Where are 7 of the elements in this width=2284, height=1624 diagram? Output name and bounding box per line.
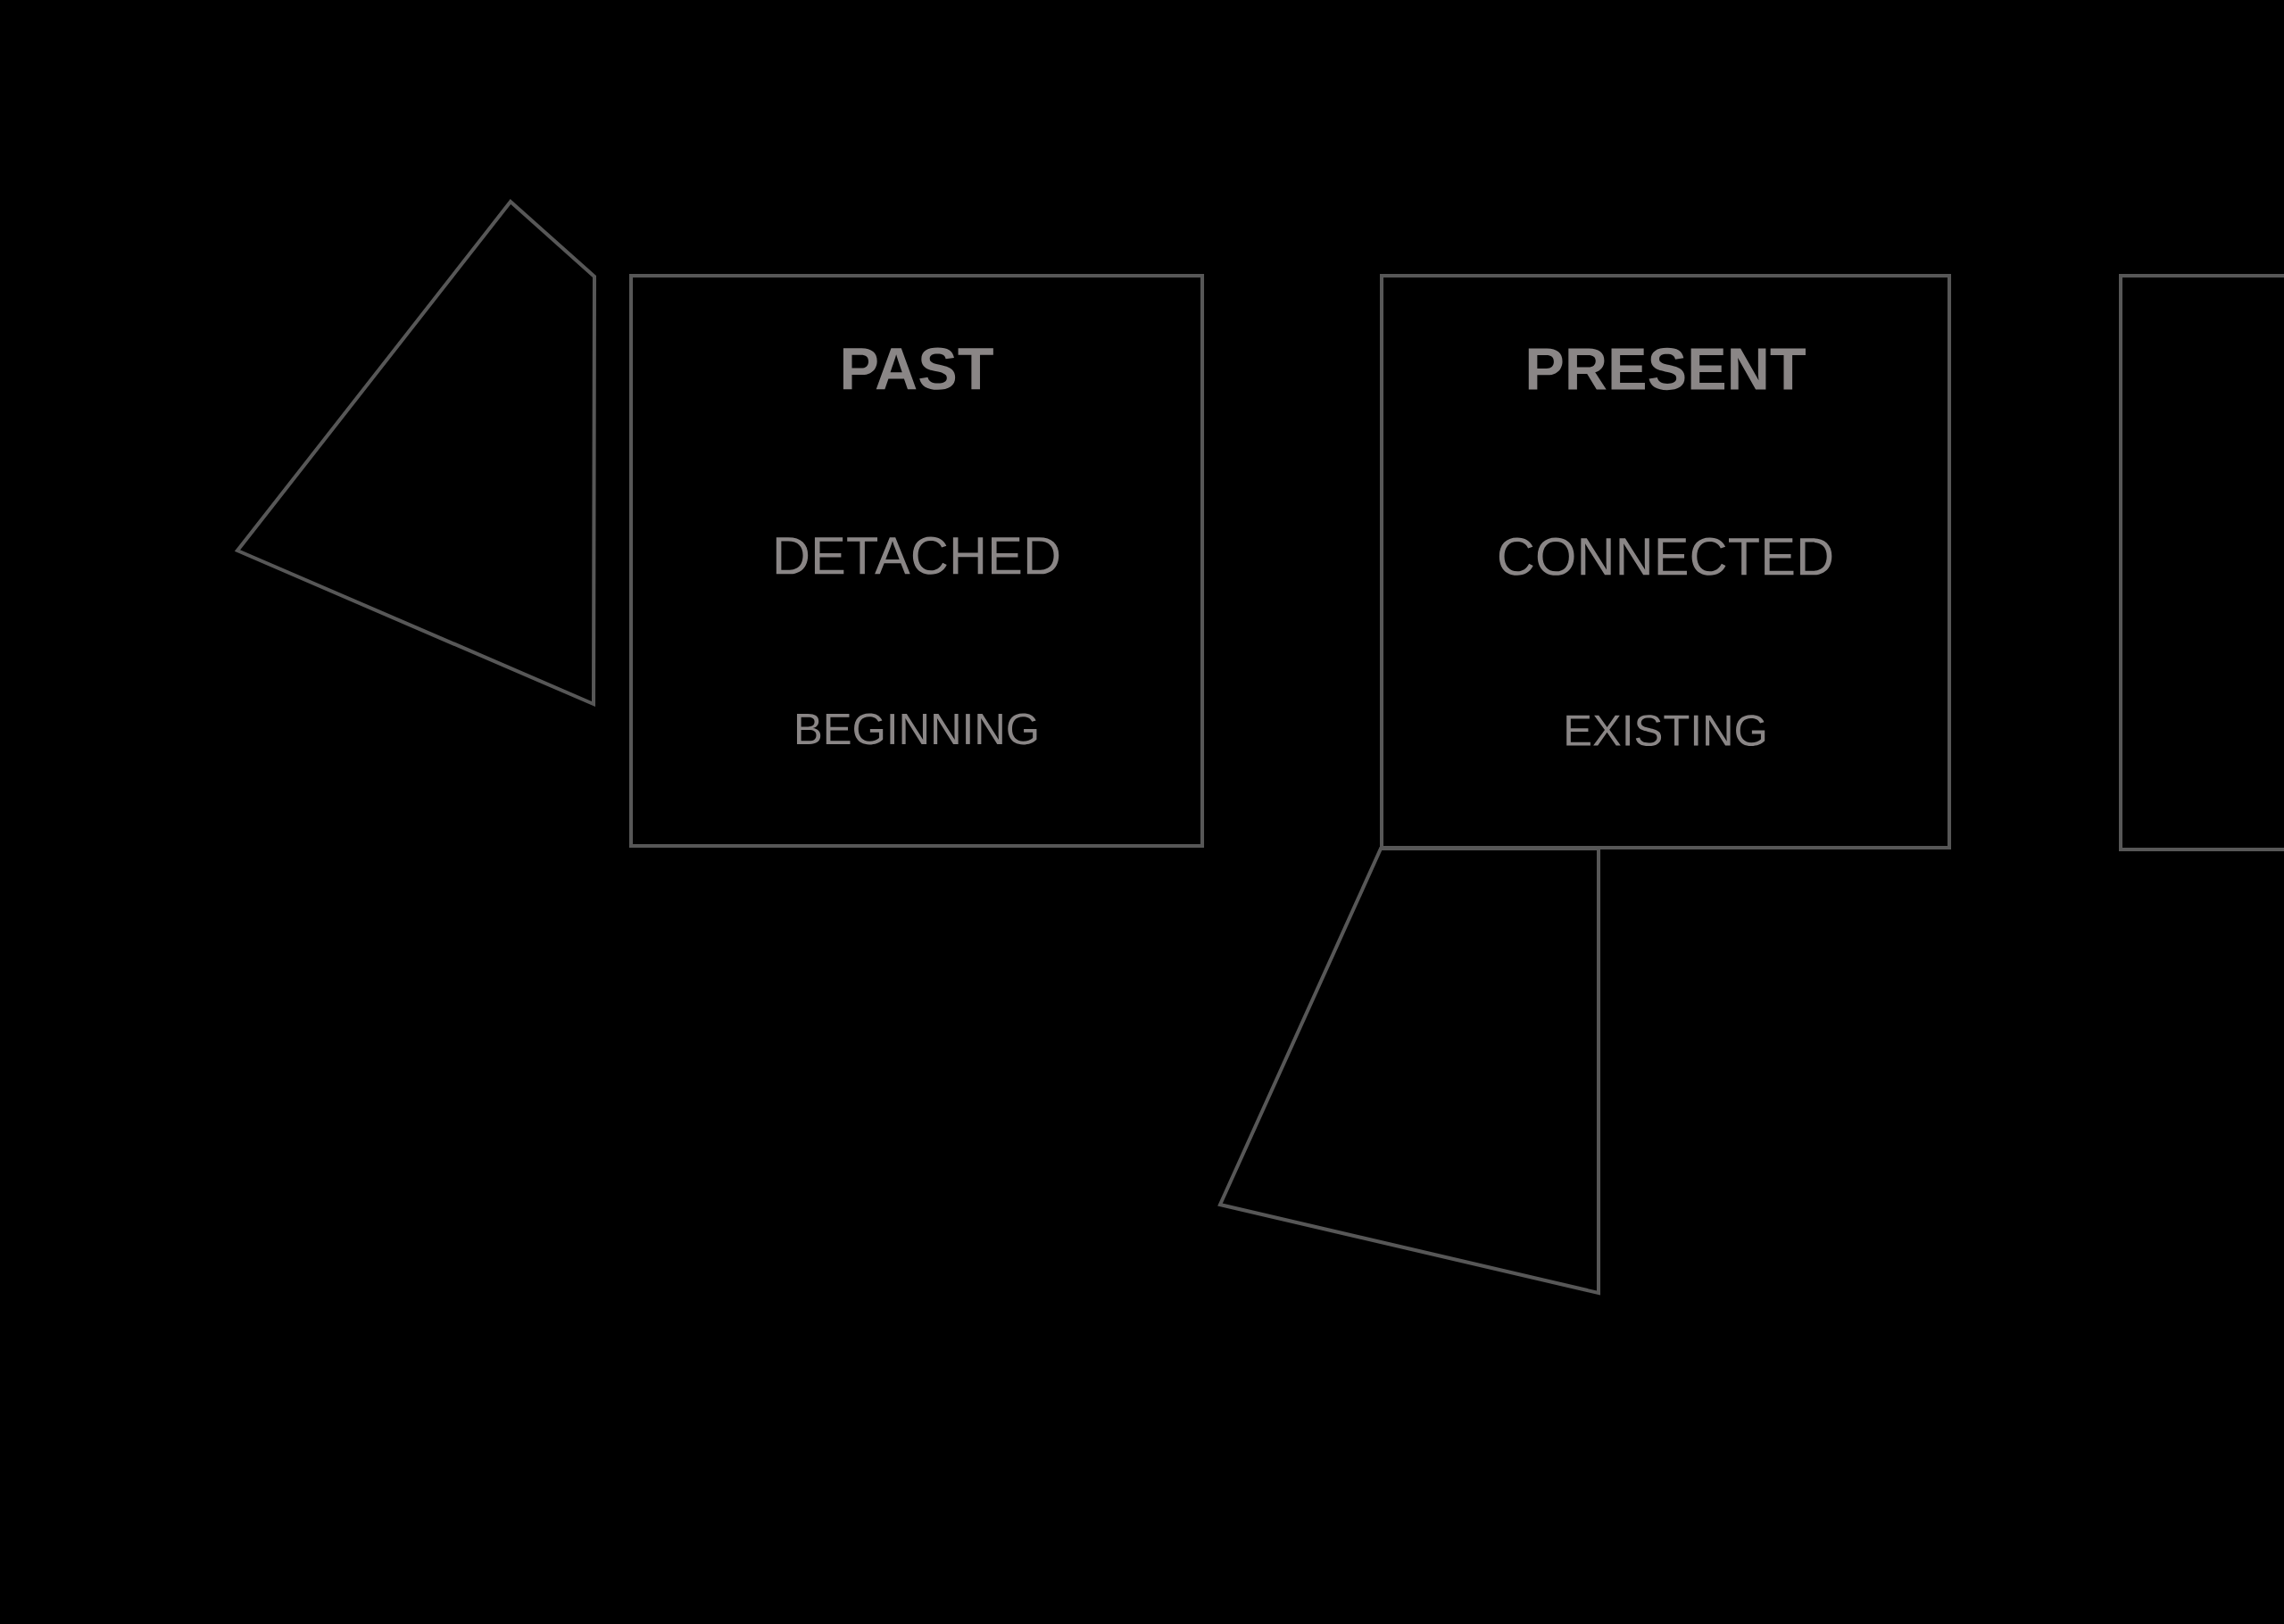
box	[2119, 273, 2284, 851]
label: CONNECTED	[1499, 537, 1832, 576]
label: BEGINNING	[796, 713, 1037, 745]
label: EXISTING	[1566, 715, 1765, 747]
heading: PRESENT	[1528, 347, 1806, 391]
label: DETACHED	[776, 536, 1059, 575]
heading: PAST	[843, 347, 993, 390]
